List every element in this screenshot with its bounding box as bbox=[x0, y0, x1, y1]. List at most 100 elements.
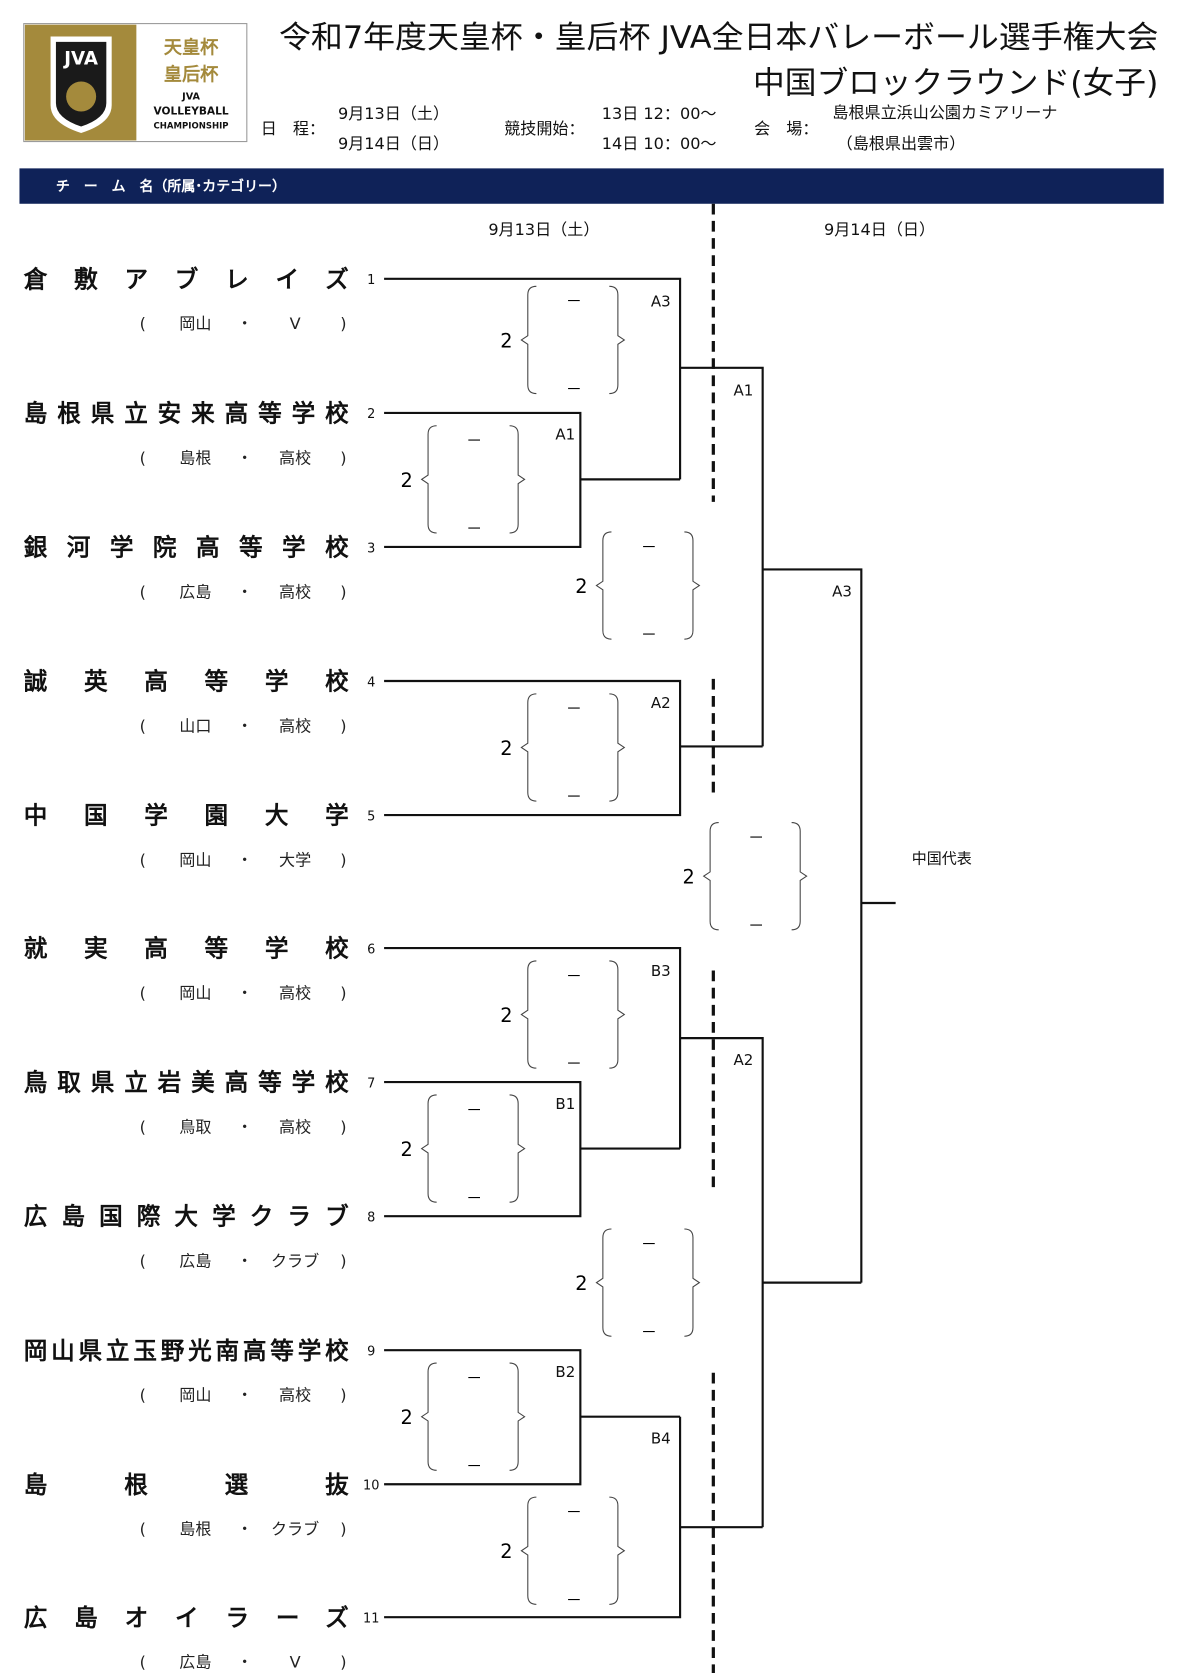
left-brace-icon bbox=[520, 1496, 537, 1605]
team-name: 鳥取県立岩美高等学校 bbox=[24, 1069, 349, 1097]
logo-text: CHAMPIONSHIP bbox=[154, 122, 229, 132]
set-score: － bbox=[641, 1234, 657, 1253]
team-category: 大学 bbox=[279, 850, 311, 869]
separator: ・ bbox=[237, 1653, 253, 1672]
left-brace-icon bbox=[420, 1094, 437, 1203]
paren-close: ) bbox=[340, 1653, 346, 1672]
set-score: － bbox=[566, 966, 582, 985]
team-prefecture: 鳥取 bbox=[179, 1117, 211, 1136]
set-score: － bbox=[466, 1188, 482, 1207]
set-score: － bbox=[641, 625, 657, 644]
header-bar bbox=[19, 168, 1164, 204]
bracket-line bbox=[384, 1416, 682, 1619]
match-label: B3 bbox=[651, 962, 671, 980]
paren-open: ( bbox=[140, 582, 146, 601]
logo-text: 皇后杯 bbox=[164, 63, 219, 85]
sets-to-win: 2 bbox=[683, 866, 695, 889]
sets-to-win: 2 bbox=[575, 1272, 587, 1295]
left-brace-icon bbox=[520, 285, 537, 395]
team-category: クラブ bbox=[271, 1520, 319, 1539]
seed-number: 3 bbox=[367, 541, 375, 556]
sets-to-win: 2 bbox=[500, 329, 512, 352]
team-prefecture: 広島 bbox=[179, 582, 211, 601]
left-brace-icon bbox=[520, 693, 537, 802]
separator: ・ bbox=[237, 448, 253, 467]
team-name: 広島国際大学クラブ bbox=[24, 1203, 349, 1231]
jva-logo: JVA 天皇杯 皇后杯 JVA VOLLEYBALL CHAMPIONSHIP bbox=[23, 23, 248, 143]
left-brace-icon bbox=[595, 531, 612, 640]
seed-number: 5 bbox=[367, 809, 375, 824]
score-box: 2 － － bbox=[683, 822, 808, 935]
score-box: 2－－ bbox=[575, 1228, 701, 1341]
team-prefecture: 広島 bbox=[179, 1252, 211, 1271]
set-score: － bbox=[748, 916, 764, 935]
left-brace-icon bbox=[595, 1228, 612, 1337]
match-label: A2 bbox=[651, 694, 671, 712]
left-brace-icon bbox=[420, 1362, 437, 1471]
set-score: － bbox=[466, 431, 482, 450]
bracket-line bbox=[384, 679, 682, 817]
set-score: － bbox=[641, 537, 657, 556]
score-box: 2－－ bbox=[400, 1094, 526, 1207]
left-brace-icon bbox=[702, 822, 719, 931]
right-brace-icon bbox=[509, 1362, 526, 1471]
seed-number: 11 bbox=[363, 1612, 379, 1627]
logo-mark: JVA bbox=[62, 48, 99, 69]
page-title: 令和7年度天皇杯・皇后杯 JVA全日本バレーボール選手権大会 bbox=[279, 20, 1158, 56]
team-name: 銀河学院高等学校 bbox=[24, 534, 349, 562]
set-score: － bbox=[748, 828, 764, 847]
left-brace-icon bbox=[420, 425, 437, 534]
seed-number: 7 bbox=[367, 1076, 375, 1091]
paren-close: ) bbox=[340, 1386, 346, 1405]
set-score: － bbox=[466, 1368, 482, 1387]
separator: ・ bbox=[237, 314, 253, 333]
team-category: 高校 bbox=[279, 448, 311, 467]
page-subtitle: 中国ブロックラウンド(女子) bbox=[753, 65, 1158, 101]
right-brace-icon bbox=[609, 693, 626, 802]
seed-number: 6 bbox=[367, 942, 375, 957]
paren-close: ) bbox=[340, 983, 346, 1002]
venue-name: 島根県立浜山公園カミアリーナ bbox=[832, 103, 1057, 122]
sets-to-win: 2 bbox=[500, 1004, 512, 1027]
team-name: 中国学園大学 bbox=[24, 802, 349, 830]
team-category: V bbox=[290, 1653, 301, 1672]
venue-label: 会 場： bbox=[754, 119, 818, 138]
bracket-line bbox=[680, 1037, 764, 1528]
separator: ・ bbox=[237, 1386, 253, 1405]
seed-number: 4 bbox=[367, 675, 375, 690]
separator: ・ bbox=[237, 983, 253, 1002]
paren-close: ) bbox=[340, 448, 346, 467]
start-time: 14日 10：00～ bbox=[602, 134, 717, 153]
score-box: 2－－ bbox=[575, 531, 701, 644]
logo-text: 天皇杯 bbox=[164, 37, 219, 59]
right-brace-icon bbox=[609, 960, 626, 1069]
set-score: － bbox=[566, 1054, 582, 1073]
paren-close: ) bbox=[340, 716, 346, 735]
winner-label: 中国代表 bbox=[912, 849, 972, 867]
right-brace-icon bbox=[609, 1496, 626, 1605]
left-brace-icon bbox=[520, 960, 537, 1069]
set-score: － bbox=[566, 699, 582, 718]
team-name: 広島オイラーズ bbox=[24, 1604, 349, 1632]
paren-open: ( bbox=[140, 1117, 146, 1136]
team-name: 島根県立安来高等学校 bbox=[24, 399, 349, 427]
team-name: 島根選抜 bbox=[24, 1471, 349, 1499]
match-label: B1 bbox=[555, 1095, 575, 1113]
match-label: B2 bbox=[555, 1363, 575, 1381]
team-name: 誠英高等学校 bbox=[24, 668, 349, 696]
right-brace-icon bbox=[684, 531, 701, 640]
separator: ・ bbox=[237, 850, 253, 869]
seed-number: 1 bbox=[367, 273, 375, 288]
paren-open: ( bbox=[140, 314, 146, 333]
set-score: － bbox=[566, 1590, 582, 1609]
team-category: 高校 bbox=[279, 1117, 311, 1136]
match-label: A1 bbox=[555, 426, 575, 444]
set-score: － bbox=[466, 1456, 482, 1475]
match-label: A3 bbox=[832, 582, 852, 600]
set-score: － bbox=[566, 787, 582, 806]
paren-close: ) bbox=[340, 314, 346, 333]
